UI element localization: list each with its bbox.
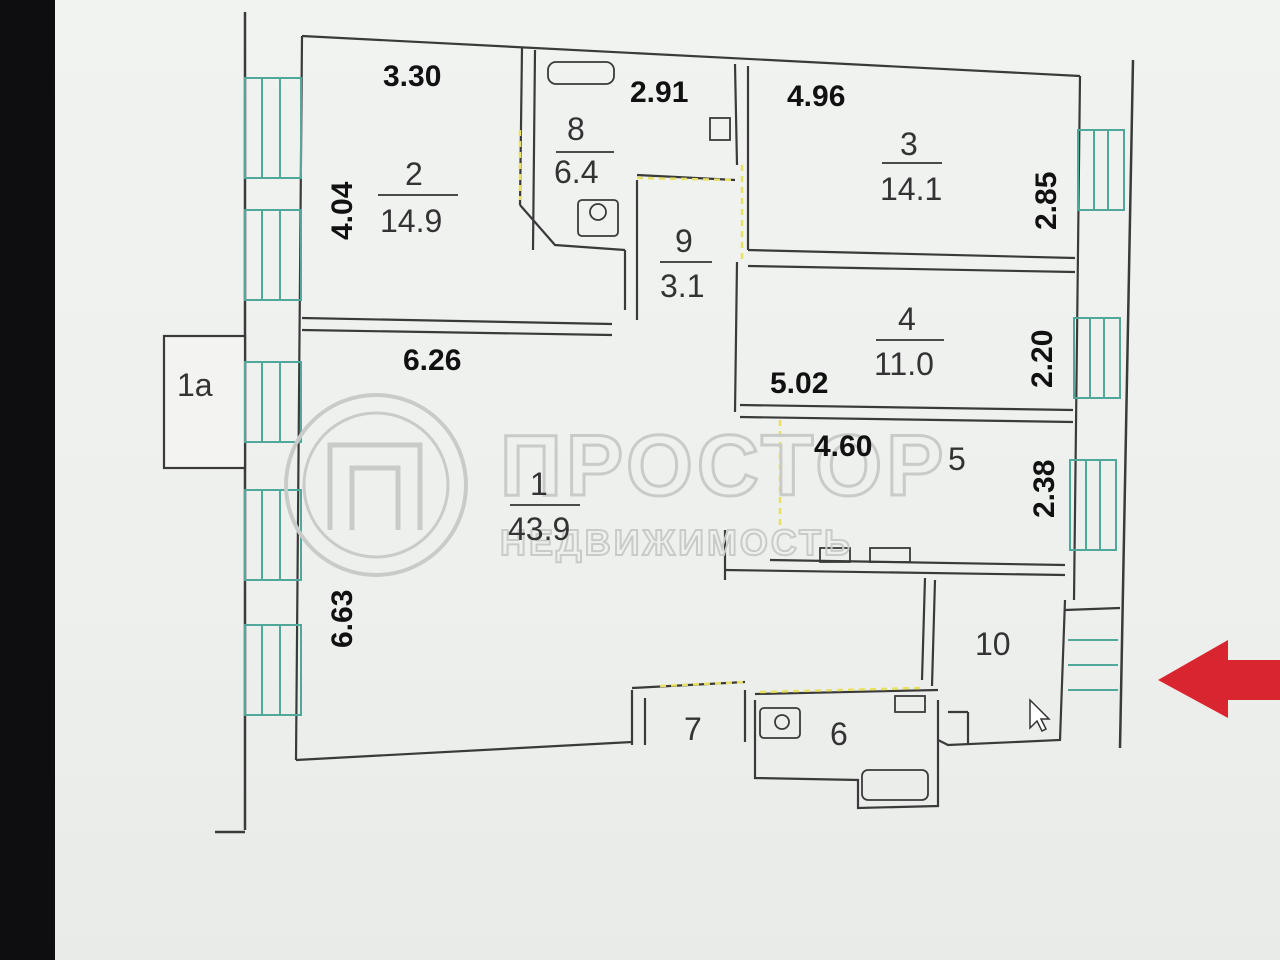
room-8-number: 8 <box>567 111 585 147</box>
dim-room8-width: 2.91 <box>630 76 688 109</box>
watermark-logo-icon <box>284 393 468 577</box>
windows <box>244 77 1125 716</box>
dim-room1-width: 6.26 <box>403 344 461 377</box>
plumbing-fixtures <box>547 61 929 801</box>
dim-room2-width: 3.30 <box>383 60 441 93</box>
dim-room2-height: 4.04 <box>326 181 359 240</box>
toilet-icon <box>759 707 801 739</box>
dim-room3-width: 4.96 <box>787 80 845 113</box>
room-1a-number: 1a <box>177 367 213 403</box>
room-10-number: 10 <box>975 626 1011 662</box>
room-9-area: 3.1 <box>660 268 704 304</box>
room-2-number: 2 <box>405 156 423 192</box>
area-underlines <box>378 151 944 506</box>
dimension-labels: 3.30 4.04 2.91 4.96 2.85 6.26 6.63 5.02 … <box>326 60 1063 648</box>
door-markers <box>518 130 921 694</box>
room-8-area: 6.4 <box>554 154 598 190</box>
room-3-area: 14.1 <box>880 171 942 207</box>
room-9-number: 9 <box>675 223 693 259</box>
room-7-number: 7 <box>684 711 702 747</box>
room-4-area: 11.0 <box>874 346 934 382</box>
toilet-icon <box>577 199 619 237</box>
apartment-walls <box>162 34 1121 810</box>
mouse-cursor-icon <box>1029 698 1051 733</box>
room-6-number: 6 <box>830 716 848 752</box>
red-arrow-icon <box>1158 640 1280 718</box>
watermark-tagline: НЕДВИЖИМОСТЬ <box>500 522 853 563</box>
watermark: ПРОСТОР НЕДВИЖИМОСТЬ <box>284 393 948 577</box>
watermark-brand: ПРОСТОР <box>500 418 948 514</box>
sink-icon <box>709 117 731 141</box>
dim-room1-height: 6.63 <box>326 590 359 648</box>
room-1-number: 1 <box>530 466 548 502</box>
stove-icon <box>819 547 851 563</box>
room-labels: 2 14.9 8 6.4 9 3.1 3 14.1 4 11.0 1 43.9 … <box>177 111 1011 752</box>
dim-room5-width: 4.60 <box>814 430 872 463</box>
dim-room5-height: 2.38 <box>1028 460 1061 518</box>
sink-icon <box>869 547 911 563</box>
room-3-number: 3 <box>900 126 918 162</box>
bathtub-icon <box>547 61 615 85</box>
sink-icon <box>894 695 926 713</box>
bathtub-icon <box>861 769 929 801</box>
room-4-number: 4 <box>898 301 916 337</box>
dim-room4-height: 2.20 <box>1026 330 1059 388</box>
room-2-area: 14.9 <box>380 203 442 239</box>
room-1-area: 43.9 <box>508 511 570 547</box>
dim-room3-height: 2.85 <box>1030 172 1063 230</box>
room-5-number: 5 <box>948 441 966 477</box>
dim-room4-width: 5.02 <box>770 367 828 400</box>
